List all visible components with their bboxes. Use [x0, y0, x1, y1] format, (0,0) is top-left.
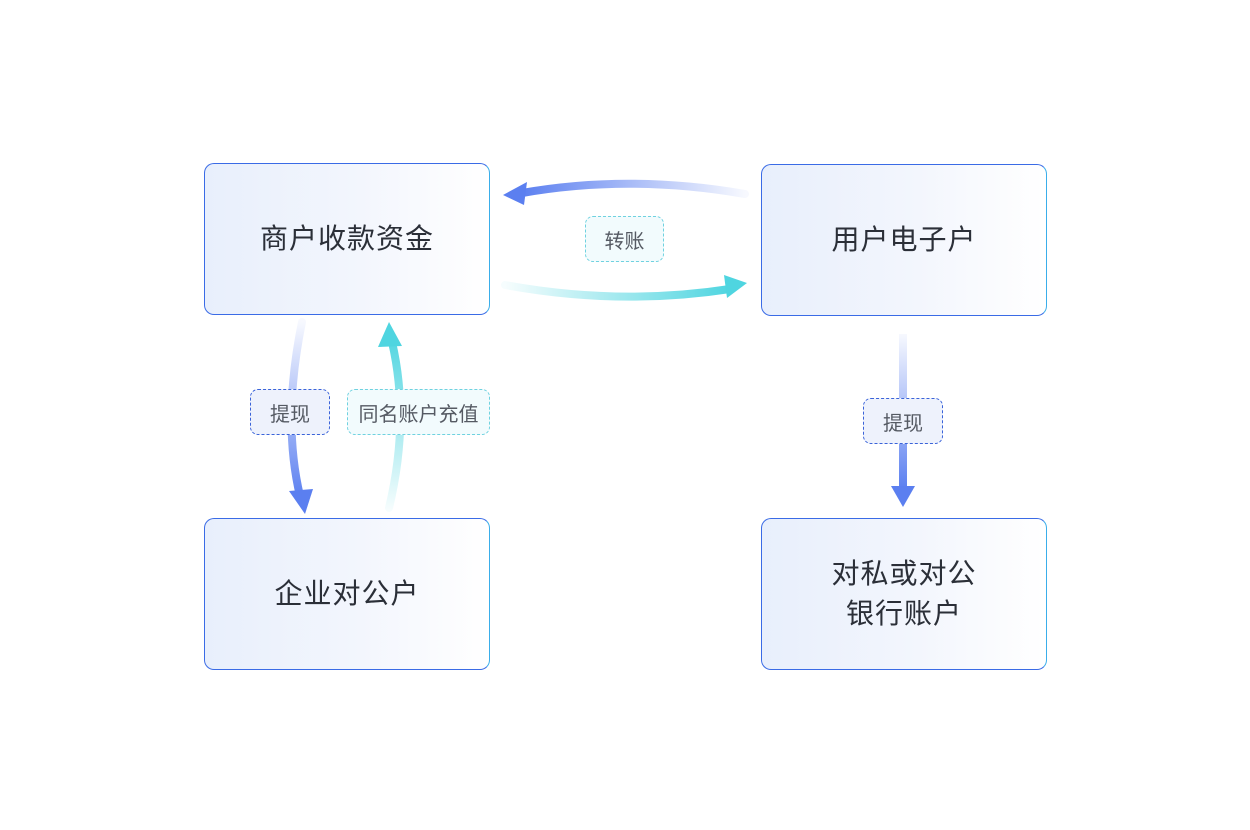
recharge-tag: 同名账户充值: [347, 389, 490, 435]
transfer-tag: 转账: [585, 216, 664, 262]
bank-account-label: 对私或对公 银行账户: [831, 557, 977, 630]
withdraw-left-label: 提现: [270, 401, 310, 426]
withdraw-right-label: 提现: [883, 410, 923, 435]
corporate-account-node: 企业对公户: [204, 518, 490, 670]
arrow-user-to-merchant: [518, 179, 749, 198]
arrowhead-merchant-to-user: [724, 275, 747, 298]
arrowhead-corp-to-merchant: [378, 322, 402, 347]
arrowhead-user-to-bank: [891, 486, 915, 507]
withdraw-tag-left: 提现: [250, 389, 330, 435]
bank-account-node: 对私或对公 银行账户: [761, 518, 1047, 670]
transfer-label: 转账: [604, 228, 645, 253]
recharge-label: 同名账户充值: [358, 401, 479, 426]
user-e-account-node: 用户电子户: [761, 164, 1047, 316]
merchant-funds-label: 商户收款资金: [259, 222, 434, 255]
corporate-account-label: 企业对公户: [274, 577, 420, 610]
arrow-merchant-to-user: [501, 281, 734, 301]
user-e-account-label: 用户电子户: [831, 223, 977, 256]
arrowhead-user-to-merchant: [503, 182, 527, 205]
arrowhead-merchant-to-corp: [289, 489, 313, 514]
withdraw-tag-right: 提现: [863, 398, 943, 444]
merchant-funds-node: 商户收款资金: [204, 163, 490, 315]
